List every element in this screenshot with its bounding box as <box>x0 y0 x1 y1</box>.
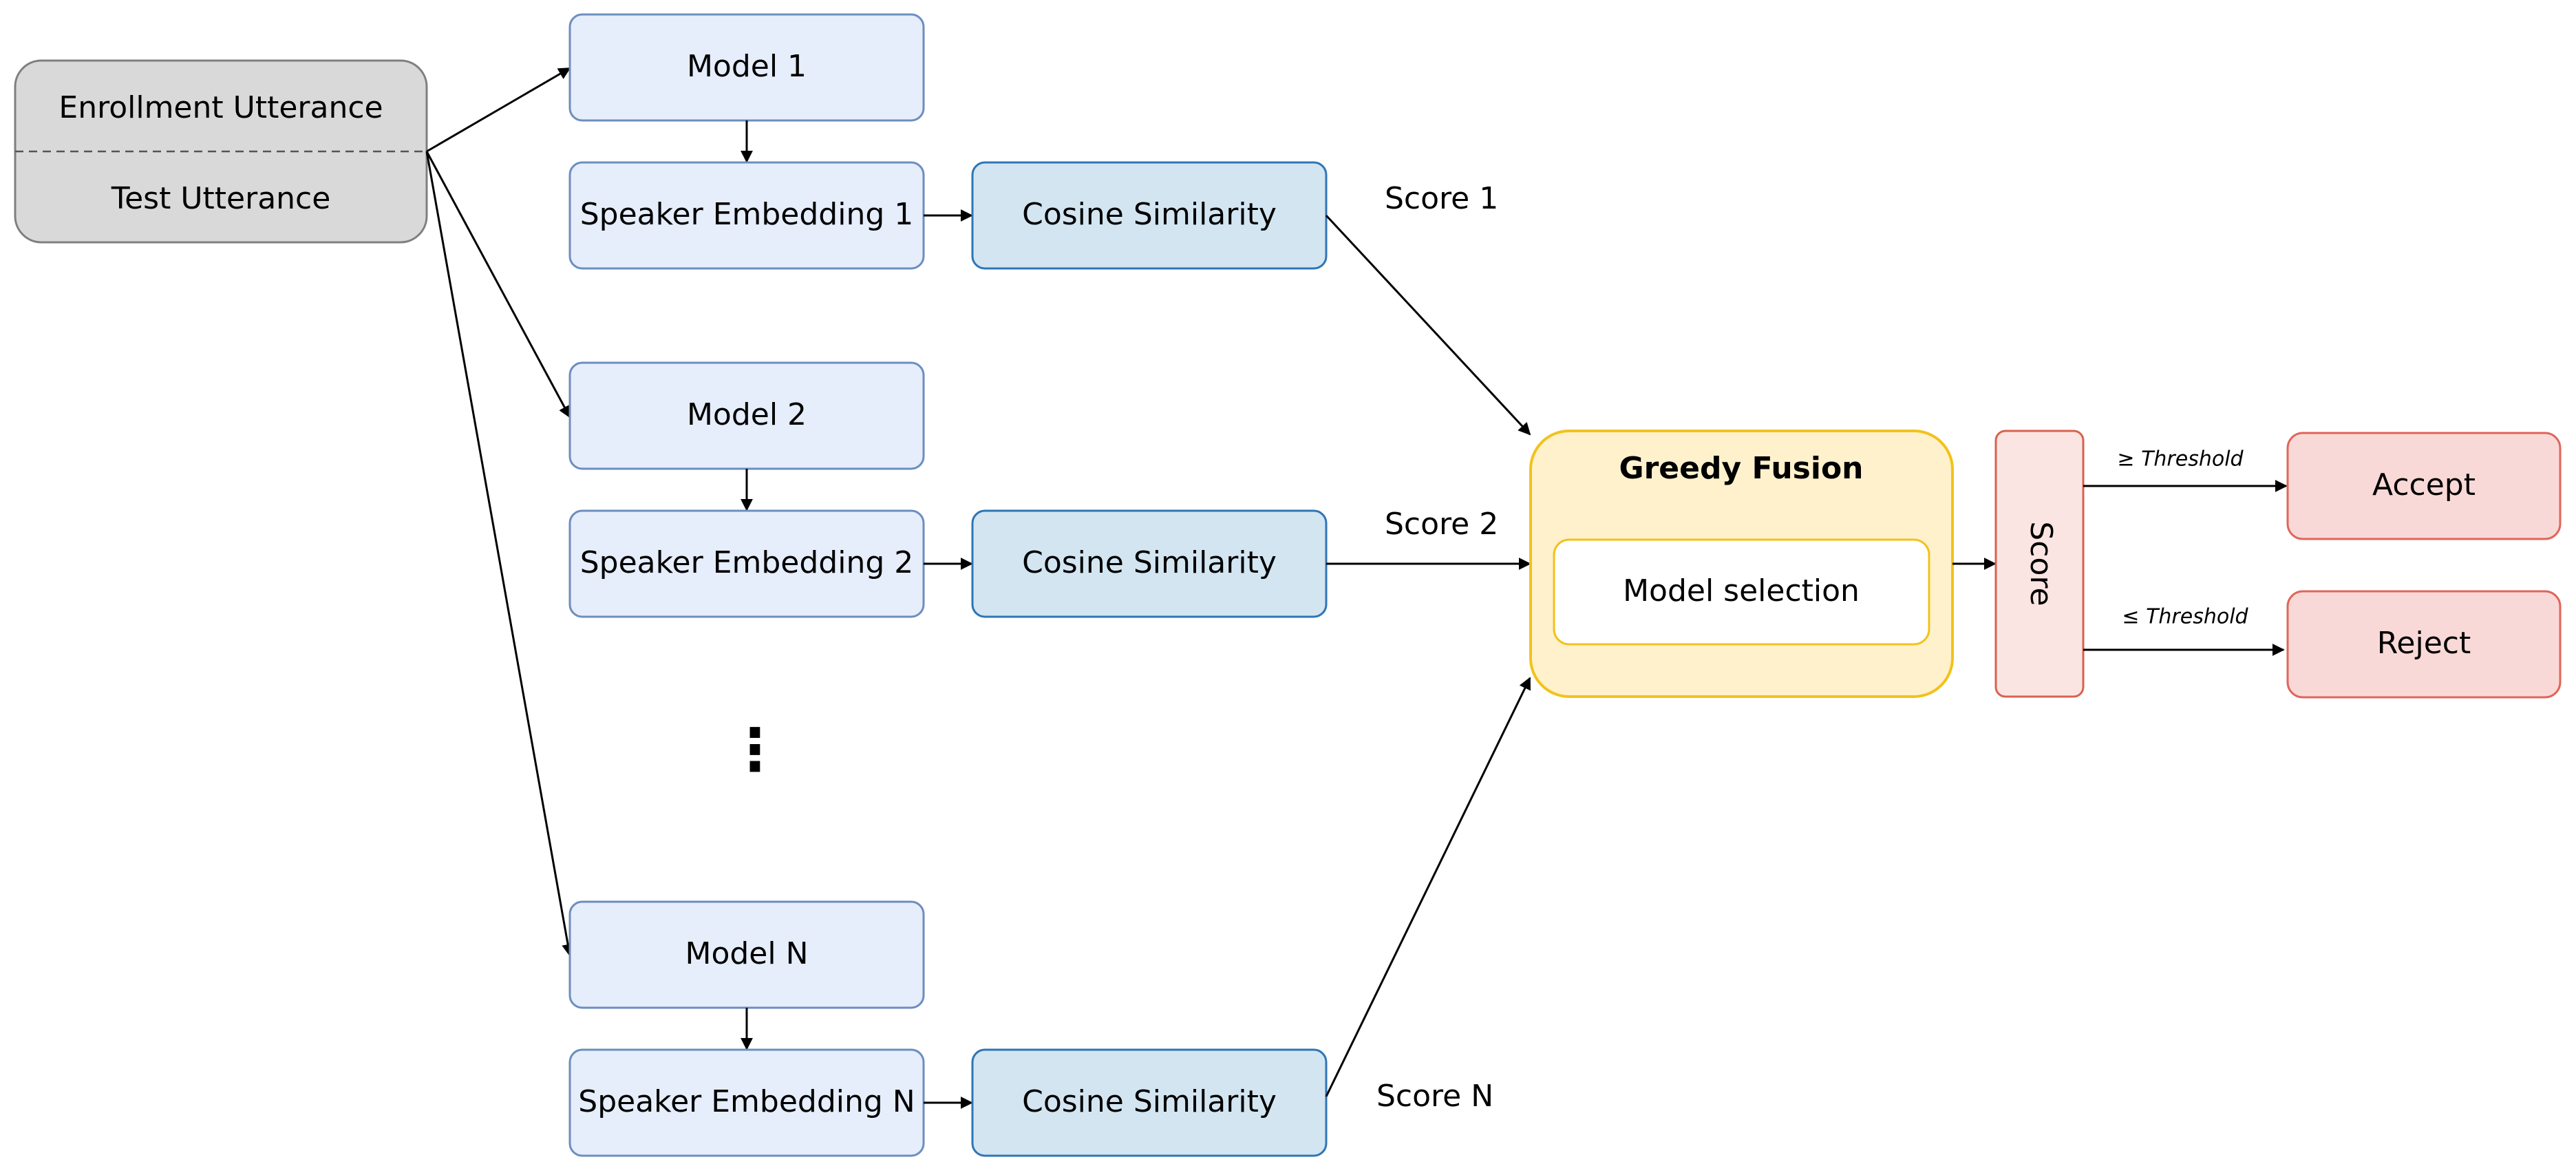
model-2-label: Model 2 <box>687 397 807 432</box>
edge-input-to-model-2 <box>425 151 571 419</box>
greedy-fusion-block: Greedy Fusion Model selection <box>1529 430 1954 698</box>
cosine-n-label: Cosine Similarity <box>1022 1084 1277 1119</box>
edge-cosine-n-to-fusion <box>1325 677 1531 1097</box>
cosine-n-box <box>972 1050 1326 1156</box>
cosine-2-box <box>972 511 1326 617</box>
accept-label: Accept <box>2372 467 2476 502</box>
embedding-n-label: Speaker Embedding N <box>578 1084 915 1119</box>
cosine-1-box <box>972 162 1326 268</box>
enrollment-utterance-label: Enrollment Utterance <box>58 90 383 125</box>
model-1-box <box>570 14 924 120</box>
embedding-n-box <box>570 1050 924 1156</box>
test-utterance-label: Test Utterance <box>111 181 331 216</box>
branch-n: Model N Speaker Embedding N Cosine Simil… <box>568 677 1531 1157</box>
score-2-label: Score 2 <box>1385 507 1498 542</box>
branch-1: Model 1 Speaker Embedding 1 Cosine Simil… <box>568 13 1531 436</box>
fusion-title: Greedy Fusion <box>1619 451 1863 486</box>
score-block: Score <box>1994 430 2085 698</box>
embedding-1-label: Speaker Embedding 1 <box>580 197 914 232</box>
reject-box <box>2288 591 2560 697</box>
cosine-1-label: Cosine Similarity <box>1022 197 1277 232</box>
score-box <box>1996 431 2083 697</box>
reject-label: Reject <box>2377 626 2471 661</box>
input-box-shape <box>15 61 427 242</box>
model-n-label: Model N <box>685 936 808 971</box>
model-selection-box <box>1553 538 1930 646</box>
model-2-box <box>570 363 924 469</box>
edge-cosine-1-to-fusion <box>1325 214 1531 436</box>
accept-box <box>2288 433 2560 539</box>
cosine-n-border <box>971 1048 1328 1157</box>
embedding-1-box <box>570 162 924 268</box>
edge-input-to-model-n <box>425 151 575 957</box>
model-n-box <box>570 902 924 1008</box>
accept-block: Accept <box>2286 432 2562 540</box>
embedding-2-box <box>570 511 924 617</box>
branch-2: Model 2 Speaker Embedding 2 Cosine Simil… <box>568 361 1531 618</box>
reject-box-border <box>2286 590 2562 699</box>
model-1-label: Model 1 <box>687 49 807 84</box>
score-box-border <box>1994 430 2085 698</box>
threshold-above-label: ≥ Threshold <box>2117 447 2244 472</box>
score-n-label: Score N <box>1376 1079 1493 1114</box>
threshold-below-label: ≤ Threshold <box>2122 605 2248 629</box>
input-utterance-box: Enrollment Utterance Test Utterance <box>14 59 428 244</box>
model-selection-label: Model selection <box>1623 573 1860 608</box>
ellipsis-icon: ⋮ <box>726 716 784 783</box>
cosine-2-label: Cosine Similarity <box>1022 545 1277 580</box>
edge-input-to-model-1 <box>426 67 571 153</box>
score-box-label: Score <box>2023 521 2058 606</box>
accept-box-border <box>2286 432 2562 540</box>
reject-block: Reject <box>2286 590 2562 699</box>
embedding-2-label: Speaker Embedding 2 <box>580 545 914 580</box>
score-1-label: Score 1 <box>1385 181 1498 216</box>
